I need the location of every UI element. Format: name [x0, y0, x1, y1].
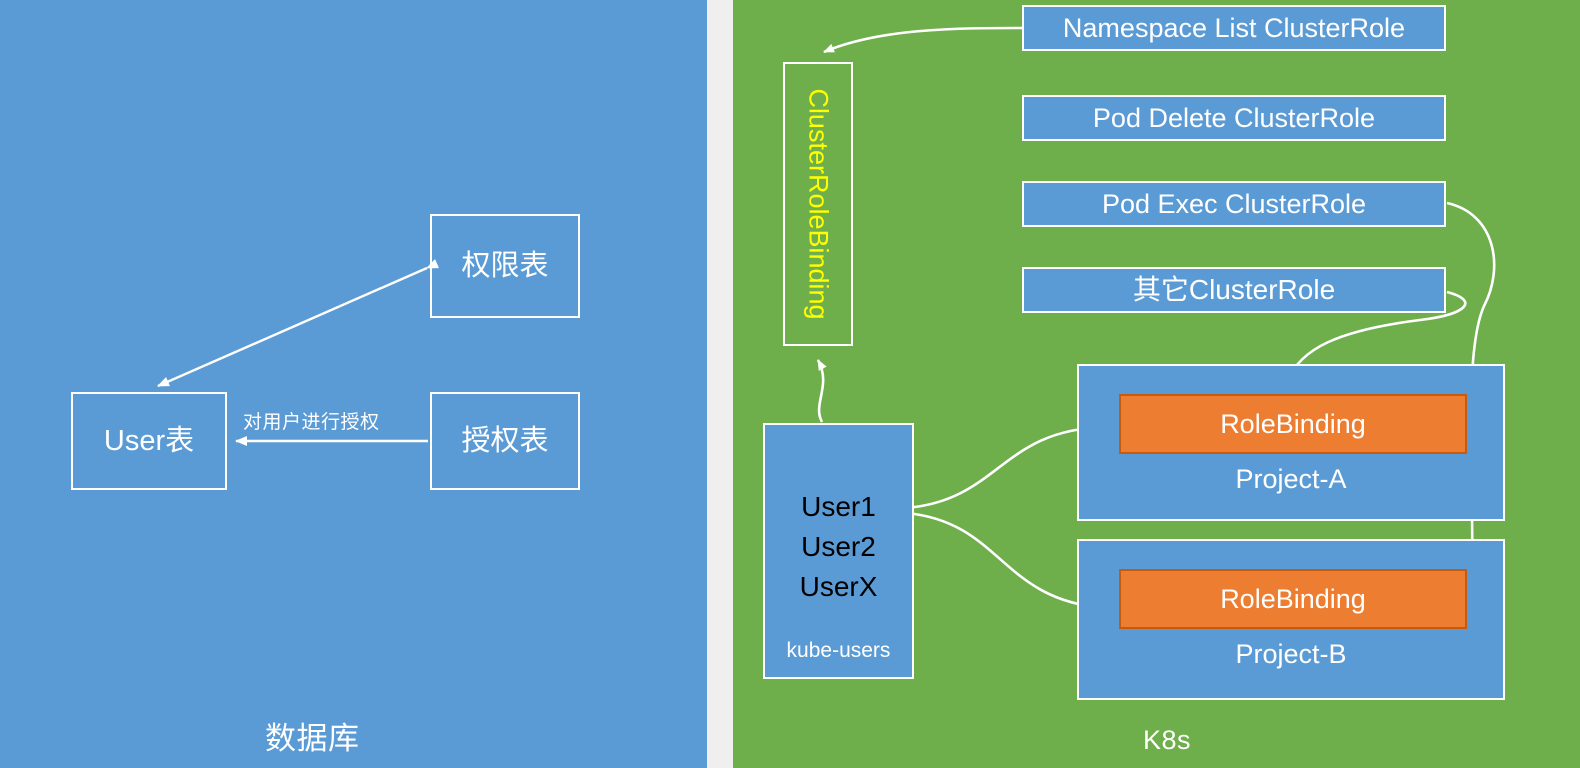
- project-b-rolebinding[interactable]: RoleBinding: [1119, 569, 1467, 629]
- project-a-rolebinding-label: RoleBinding: [1220, 408, 1366, 439]
- cluster-role-other-label: 其它ClusterRole: [1132, 274, 1336, 306]
- kube-users-box[interactable]: User1 User2 UserX kube-users: [763, 423, 914, 679]
- db-box-authorization-table-label: 授权表: [461, 424, 549, 457]
- project-b-name: Project-B: [1235, 639, 1347, 669]
- cluster-role-pod-exec[interactable]: Pod Exec ClusterRole: [1022, 181, 1446, 227]
- project-a-name: Project-A: [1235, 464, 1347, 494]
- kube-users-namespace-label: kube-users: [786, 639, 891, 662]
- k8s-panel-caption: K8s: [1143, 725, 1192, 755]
- db-box-permission-table[interactable]: 权限表: [430, 214, 580, 318]
- list-item: User2: [801, 530, 876, 562]
- db-box-permission-table-label: 权限表: [461, 249, 549, 282]
- edge-label-grant: 对用户进行授权: [243, 412, 380, 433]
- cluster-role-pod-exec-label: Pod Exec ClusterRole: [1101, 188, 1367, 219]
- project-b-box[interactable]: RoleBinding Project-B: [1077, 539, 1505, 700]
- db-box-authorization-table[interactable]: 授权表: [430, 392, 580, 490]
- project-a-rolebinding[interactable]: RoleBinding: [1119, 394, 1467, 454]
- panel-divider: [707, 0, 733, 768]
- database-panel: [0, 0, 707, 768]
- cluster-role-binding-label: ClusterRoleBinding: [803, 88, 834, 320]
- db-box-user-table-label: User表: [103, 424, 195, 457]
- kube-users-list: User1 User2 UserX: [765, 487, 912, 606]
- list-item: UserX: [799, 570, 878, 602]
- project-a-box[interactable]: RoleBinding Project-A: [1077, 364, 1505, 521]
- cluster-role-other[interactable]: 其它ClusterRole: [1022, 267, 1446, 313]
- cluster-role-binding-box[interactable]: ClusterRoleBinding: [783, 62, 853, 346]
- project-b-rolebinding-label: RoleBinding: [1220, 583, 1366, 614]
- cluster-role-namespace-list[interactable]: Namespace List ClusterRole: [1022, 5, 1446, 51]
- db-box-user-table[interactable]: User表: [71, 392, 227, 490]
- cluster-role-namespace-list-label: Namespace List ClusterRole: [1062, 12, 1406, 43]
- cluster-role-pod-delete-label: Pod Delete ClusterRole: [1092, 102, 1376, 133]
- cluster-role-pod-delete[interactable]: Pod Delete ClusterRole: [1022, 95, 1446, 141]
- database-panel-caption: 数据库: [265, 721, 360, 756]
- list-item: User1: [801, 491, 876, 522]
